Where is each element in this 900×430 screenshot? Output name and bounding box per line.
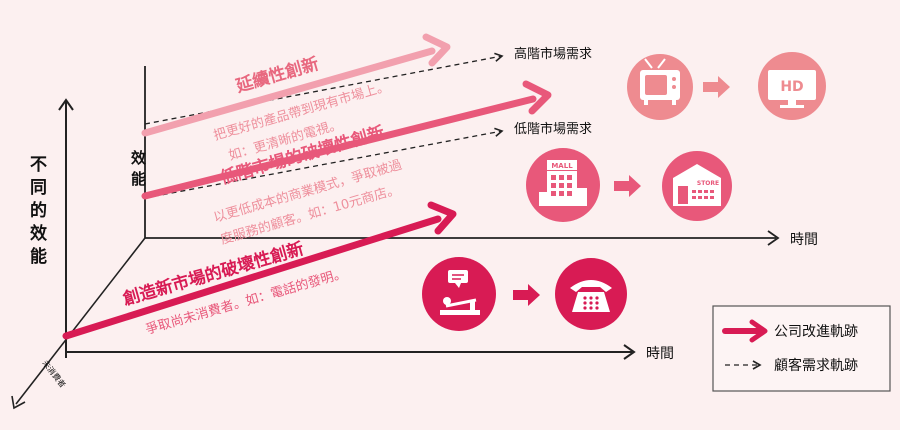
- time-label-top: 時間: [790, 232, 818, 248]
- sustaining-innovation-arrow: [141, 33, 451, 137]
- non-consumer-label: 未消費者: [40, 358, 68, 389]
- high-tier-demand-label: 高階市場需求: [514, 46, 592, 62]
- time-label-bottom: 時間: [646, 346, 674, 362]
- main-y-label-char: 效: [30, 223, 47, 244]
- sustaining-title: 延續性創新: [233, 53, 321, 97]
- sustaining-innovation-text: 延續性創新: [233, 53, 321, 97]
- low-end-innovation-arrow: [141, 80, 552, 200]
- right-arrow-icon: [703, 76, 730, 98]
- low-tier-demand-track: [144, 127, 504, 199]
- inner-y-label-char: 能: [131, 170, 146, 188]
- inner-y-label-char: 效: [131, 149, 147, 167]
- main-y-label-char: 不: [30, 155, 47, 175]
- telegraph-icon: [422, 257, 496, 331]
- high-tier-demand-track: [144, 52, 504, 125]
- non-consumer-axis: [11, 237, 146, 410]
- legend-customer-path-label: 顧客需求軌跡: [774, 357, 858, 374]
- legend-company-path-label: 公司改進軌跡: [774, 324, 858, 340]
- right-arrow-icon: [513, 284, 540, 306]
- low-tier-demand-label: 低階市場需求: [514, 121, 592, 137]
- right-arrow-icon: [614, 175, 641, 197]
- legend: 公司改進軌跡 顧客需求軌跡: [712, 305, 891, 392]
- store-icon: STORE: [662, 151, 732, 221]
- store-text: STORE: [697, 180, 719, 187]
- legend-company-path-swatch: [722, 319, 768, 343]
- bottom-time-axis: [66, 344, 636, 360]
- mall-text: MALL: [551, 162, 573, 170]
- old-tv-icon: [627, 54, 693, 120]
- top-time-axis: [145, 230, 780, 246]
- main-y-label-char: 的: [30, 200, 47, 221]
- main-y-label-char: 同: [30, 178, 47, 198]
- mall-icon: MALL: [526, 148, 600, 222]
- hd-text: HD: [780, 79, 803, 95]
- new-market-innovation-arrow: [62, 201, 457, 340]
- main-y-axis: [58, 98, 74, 358]
- main-y-label: 不 同 的 效 能: [30, 155, 47, 267]
- main-y-label-char: 能: [30, 246, 47, 267]
- telephone-icon: [555, 258, 627, 330]
- hd-tv-icon: HD: [758, 52, 826, 120]
